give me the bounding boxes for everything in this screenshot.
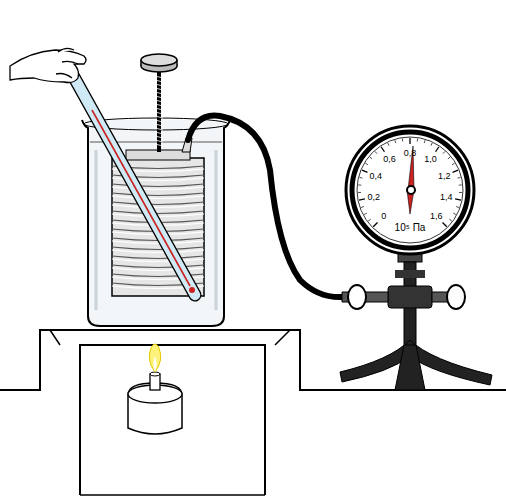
scale-number: 0,2 bbox=[367, 193, 380, 202]
corrugation bbox=[112, 187, 204, 190]
gauge-tick bbox=[361, 207, 364, 208]
gauge-tick bbox=[459, 192, 462, 193]
corrugation bbox=[112, 259, 204, 262]
gauge-tick bbox=[449, 219, 451, 221]
corrugation bbox=[112, 196, 204, 199]
scale-number: 0,4 bbox=[370, 171, 383, 180]
thread bbox=[155, 84, 163, 86]
thread bbox=[155, 136, 163, 138]
hose bbox=[188, 116, 342, 298]
gauge-tick bbox=[360, 177, 363, 179]
gauge-tick bbox=[452, 163, 455, 165]
thread bbox=[155, 96, 163, 98]
gauge-tick bbox=[358, 192, 361, 193]
scale-number: 1,6 bbox=[430, 212, 443, 221]
scale-number: 0,6 bbox=[383, 155, 396, 164]
gauge-tick bbox=[368, 219, 370, 221]
thread bbox=[155, 140, 163, 142]
scale-number: 1,0 bbox=[424, 155, 437, 164]
thread bbox=[155, 76, 163, 78]
unit-label: 10⁵ Па bbox=[395, 223, 426, 233]
gauge-tick bbox=[452, 170, 458, 172]
corrugation bbox=[112, 205, 204, 208]
thread bbox=[155, 88, 163, 90]
gauge-tick bbox=[409, 138, 410, 144]
thread bbox=[155, 132, 163, 134]
thread bbox=[155, 92, 163, 94]
corrugation bbox=[112, 184, 204, 187]
stand-outline bbox=[0, 330, 506, 390]
corrugation bbox=[112, 247, 204, 250]
thread bbox=[155, 128, 163, 130]
gauge-tick bbox=[394, 140, 396, 143]
thread bbox=[155, 124, 163, 126]
gauge-tick bbox=[458, 177, 461, 179]
gauge-tick bbox=[459, 184, 462, 185]
gauge-tick bbox=[375, 151, 377, 153]
gauge-tick bbox=[359, 199, 365, 200]
gauge-tick bbox=[456, 207, 459, 208]
scale-number: 0 bbox=[381, 212, 386, 221]
pressure-gauge bbox=[346, 126, 474, 254]
thread bbox=[155, 116, 163, 118]
gauge-tick bbox=[370, 157, 372, 159]
stand-opening bbox=[80, 345, 265, 495]
gauge-stand bbox=[340, 248, 492, 390]
corrugation bbox=[112, 268, 204, 271]
gauge-tick bbox=[358, 184, 361, 185]
gauge-tick bbox=[443, 223, 447, 227]
gauge-tick bbox=[424, 140, 426, 143]
corrugation bbox=[112, 193, 204, 196]
gauge-tick bbox=[364, 213, 367, 214]
thread bbox=[155, 100, 163, 102]
spirit-lamp bbox=[128, 344, 182, 434]
corrugation bbox=[112, 250, 204, 253]
gauge-tick bbox=[417, 139, 418, 142]
thread bbox=[155, 120, 163, 122]
corrugation bbox=[112, 211, 204, 214]
scale-number: 1,4 bbox=[440, 193, 453, 202]
gauge-tick bbox=[388, 143, 389, 146]
gauge-tick bbox=[373, 223, 377, 227]
thread bbox=[155, 112, 163, 114]
scale-number: 1,2 bbox=[438, 171, 451, 180]
gauge-tick bbox=[455, 199, 461, 200]
corrugation bbox=[112, 265, 204, 268]
thermometer bbox=[70, 70, 195, 295]
hand bbox=[10, 48, 86, 82]
thread bbox=[155, 108, 163, 110]
thread bbox=[155, 104, 163, 106]
gauge-tick bbox=[381, 147, 384, 152]
screw bbox=[141, 54, 177, 152]
corrugation bbox=[112, 202, 204, 205]
gauge-tick bbox=[448, 157, 450, 159]
thread bbox=[155, 144, 163, 146]
gauge-tick bbox=[443, 151, 445, 153]
gauge-tick bbox=[453, 213, 456, 214]
corrugation bbox=[112, 256, 204, 259]
gauge-tick bbox=[362, 170, 368, 172]
gauge-tick bbox=[365, 163, 368, 165]
thread bbox=[155, 80, 163, 82]
gauge-tick bbox=[431, 143, 432, 146]
gauge-tick bbox=[402, 139, 403, 142]
scale-number: 0,8 bbox=[404, 149, 417, 158]
gauge-tick bbox=[436, 147, 439, 152]
